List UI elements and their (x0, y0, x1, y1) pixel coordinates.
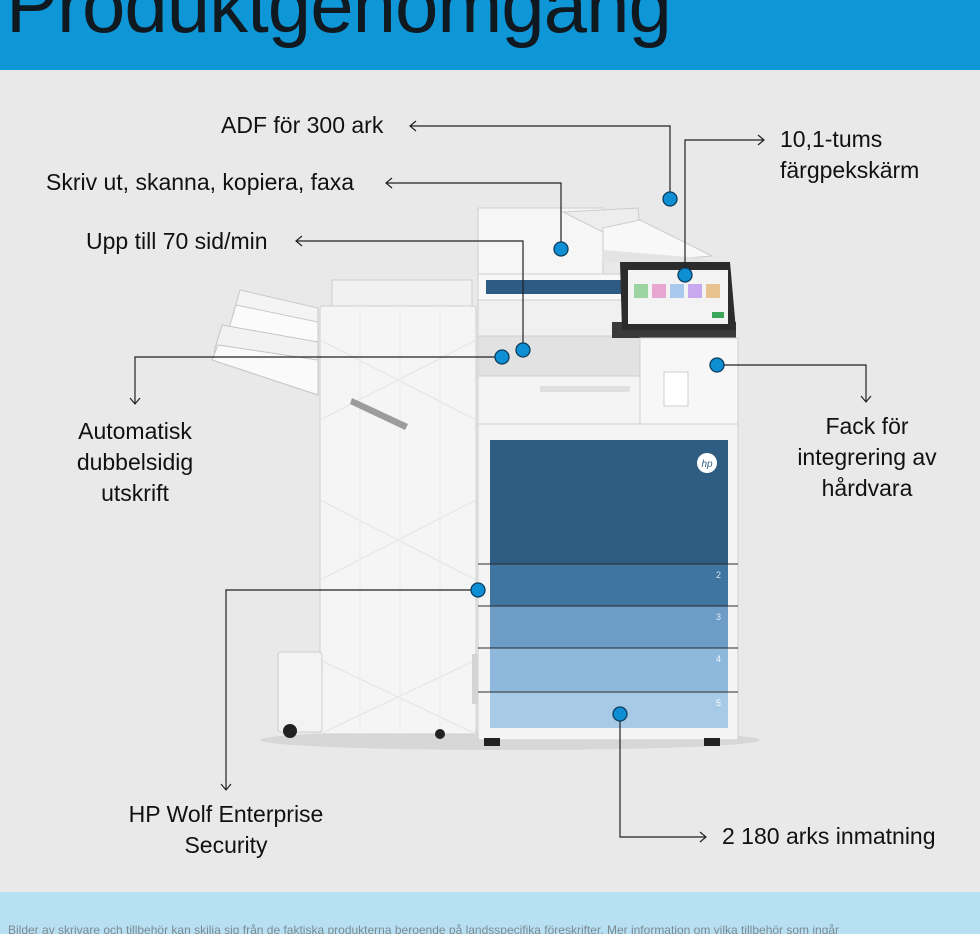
scanner-adf (477, 207, 714, 425)
callout-screen: 10,1-tums färgpekskärm (780, 124, 919, 186)
callout-security: HP Wolf Enterprise Security (101, 799, 351, 861)
callout-dot-adf (662, 191, 678, 207)
tray-number: 3 (716, 612, 721, 622)
callout-dot-input (612, 706, 628, 722)
callout-hip-line: hårdvara (821, 475, 913, 501)
callout-hip-line: Fack för (825, 413, 909, 439)
tray-number: 5 (716, 698, 721, 708)
callout-dot-hip (709, 357, 725, 373)
callout-screen-line: färgpekskärm (780, 157, 920, 183)
callout-print-scan: Skriv ut, skanna, kopiera, faxa (46, 169, 355, 195)
control-panel-touchscreen (612, 262, 736, 338)
right-side-panel (639, 337, 739, 425)
finisher-unit (277, 279, 477, 739)
paper-tray-cabinet: hp 2 3 4 5 (472, 423, 739, 746)
callout-dot-duplex (494, 349, 510, 365)
hp-logo-text: hp (701, 459, 713, 470)
finisher-output-trays (211, 289, 319, 396)
hp-logo-icon (697, 453, 717, 473)
callout-dot-screen (677, 267, 693, 283)
callout-duplex: Automatisk dubbelsidig utskrift (35, 416, 235, 509)
callout-input: 2 180 arks inmatning (722, 823, 936, 849)
tray-number: 2 (716, 570, 721, 580)
tray-number: 4 (716, 654, 721, 664)
callout-screen-line: 10,1-tums (780, 126, 883, 152)
callout-duplex-line: Automatisk (78, 418, 192, 444)
callout-hip: Fack för integrering av hårdvara (772, 411, 962, 504)
callout-duplex-line: dubbelsidig (76, 449, 194, 475)
callout-dot-print-scan (553, 241, 569, 257)
callout-adf: ADF för 300 ark (221, 112, 384, 138)
callout-security-line: HP Wolf Enterprise (128, 801, 324, 827)
callout-security-line: Security (184, 832, 268, 858)
callout-duplex-line: utskrift (101, 480, 169, 506)
page-title: Produktgenomgång (6, 0, 672, 49)
callout-dot-security (470, 582, 486, 598)
footer-disclaimer: Bilder av skrivare och tillbehör kan ski… (8, 923, 840, 934)
page-footer: Bilder av skrivare och tillbehör kan ski… (0, 892, 980, 934)
callout-lines (129, 120, 872, 843)
callout-hip-line: integrering av (797, 444, 937, 470)
page-header: Produktgenomgång (0, 0, 980, 70)
callout-dot-speed (515, 342, 531, 358)
callout-speed: Upp till 70 sid/min (86, 228, 268, 254)
